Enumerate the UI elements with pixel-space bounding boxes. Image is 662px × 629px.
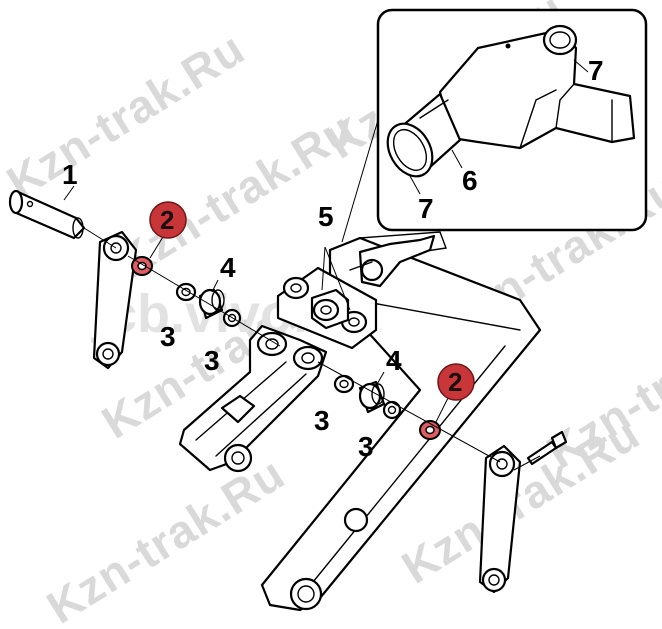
inset-detail (376, 8, 648, 232)
callout-label-3: 3 (160, 321, 176, 352)
callout-label-1: 1 (62, 159, 78, 190)
callout-label-4: 4 (220, 252, 236, 283)
callout-label-3: 3 (358, 431, 374, 462)
callout-label-2-upper: 2 (160, 205, 174, 235)
assembly-axis-lines (83, 119, 541, 471)
callout-label-3: 3 (204, 345, 220, 376)
inset-callout-label-7: 7 (588, 55, 604, 86)
tipping-link (178, 324, 328, 473)
inset-callout-label-7: 7 (418, 193, 434, 224)
left-link (92, 230, 138, 370)
lower-hardware-stack (333, 374, 441, 440)
main-arm (260, 231, 542, 612)
bracket-assembly (276, 266, 378, 350)
pivot-pin (8, 189, 86, 240)
inset-callout-label-6: 6 (462, 165, 478, 196)
callout-label-5: 5 (318, 201, 334, 232)
callout-label-4: 4 (386, 345, 402, 376)
callout-badge-2-lower: 2 (437, 363, 475, 401)
callout-badge-2-upper: 2 (149, 201, 187, 239)
callout-label-3: 3 (314, 405, 330, 436)
watermark-text: Kzn-trak.Ru (38, 447, 294, 629)
callout-label-2-lower: 2 (448, 367, 462, 397)
callout-labels: 1 2 2 3 3 3 3 4 4 5 6 7 7 (62, 55, 604, 462)
right-link (478, 444, 522, 594)
